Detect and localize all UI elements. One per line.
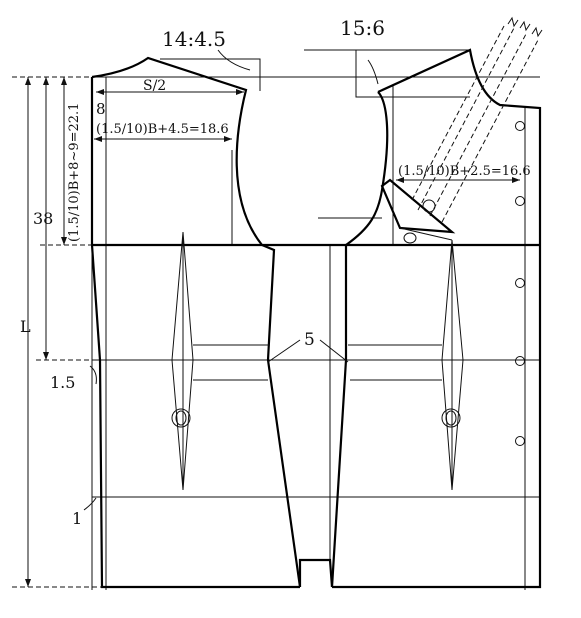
chest-pocket-circle-1 bbox=[422, 199, 436, 213]
strap-mark-1 bbox=[507, 16, 519, 28]
hem-offset-label: 1 bbox=[72, 509, 82, 528]
back-width-arrow-right bbox=[224, 136, 232, 142]
armhole-depth-arrow-top bbox=[61, 77, 67, 85]
strap-dashed-lines bbox=[411, 16, 543, 223]
back-side-seam bbox=[261, 243, 302, 588]
front-ratio-leader bbox=[367, 59, 379, 85]
dart-5-leader-left bbox=[267, 339, 301, 363]
back-shoulder-ratio bbox=[160, 49, 261, 91]
front-armhole bbox=[345, 91, 389, 246]
back-ratio-label: 14:4.5 bbox=[162, 27, 226, 51]
length-L-label: L bbox=[20, 317, 31, 336]
dim-38-arrow-top bbox=[43, 77, 49, 85]
waist-offset-leader bbox=[89, 365, 97, 385]
front-width-arrow-right bbox=[512, 177, 520, 183]
dart-5-label: 5 bbox=[304, 330, 315, 350]
button-4 bbox=[515, 356, 525, 366]
front-pocket-button bbox=[441, 408, 461, 428]
lapel-fold bbox=[399, 227, 453, 241]
length-38-label: 38 bbox=[33, 209, 53, 228]
dim-L-arrow-top bbox=[25, 77, 31, 85]
front-piece bbox=[330, 16, 543, 589]
back-width-arrow-left bbox=[94, 136, 102, 142]
back-ratio-leader bbox=[217, 49, 251, 71]
back-piece bbox=[90, 56, 540, 589]
shoulder-half-label: S/2 bbox=[143, 78, 166, 94]
front-ratio-triangle bbox=[355, 50, 470, 98]
button-5 bbox=[515, 436, 525, 446]
side-gap-bottom bbox=[298, 558, 334, 588]
front-width-arrow-left bbox=[396, 177, 404, 183]
dim-L-arrow-bottom bbox=[25, 579, 31, 587]
button-1 bbox=[515, 121, 525, 131]
front-notch-lapel bbox=[380, 178, 456, 234]
button-2 bbox=[515, 196, 525, 206]
front-outline bbox=[332, 48, 542, 589]
dimensions bbox=[12, 76, 520, 588]
waist-offset-label: 1.5 bbox=[50, 373, 75, 392]
strap-mark-3 bbox=[531, 26, 543, 38]
text-labels: 14:4.5 15:6 S/2 (1.5/10)B+4.5=18.6 (1.5/… bbox=[20, 16, 531, 528]
dart-5-leader-right bbox=[319, 339, 349, 363]
back-ratio-triangle bbox=[160, 58, 261, 91]
dim-38-arrow-bottom bbox=[43, 352, 49, 360]
front-width-label: (1.5/10)B+2.5=16.6 bbox=[398, 164, 531, 179]
shoulder-dim-arrow-right bbox=[236, 89, 244, 95]
shoulder-dim-arrow-left bbox=[96, 89, 104, 95]
armhole-depth-label: (1.5/10)B+8~9=22.1 bbox=[67, 103, 82, 242]
button-3 bbox=[515, 278, 525, 288]
back-center-seam bbox=[90, 77, 300, 589]
back-neck-shoulder-armhole bbox=[91, 56, 263, 246]
front-side-seam bbox=[330, 245, 348, 588]
strap-mark-2 bbox=[519, 20, 531, 32]
back-pocket-button bbox=[171, 408, 191, 428]
front-buttons bbox=[515, 121, 525, 446]
front-shoulder-ratio bbox=[355, 50, 470, 98]
chest-pocket-circle-2 bbox=[403, 232, 417, 244]
front-ratio-label: 15:6 bbox=[340, 16, 385, 40]
armhole-depth-arrow-bottom bbox=[61, 237, 67, 245]
back-width-label: (1.5/10)B+4.5=18.6 bbox=[96, 122, 229, 137]
hem-offset-leader bbox=[83, 497, 97, 511]
armhole-small-label: 8 bbox=[96, 100, 106, 118]
